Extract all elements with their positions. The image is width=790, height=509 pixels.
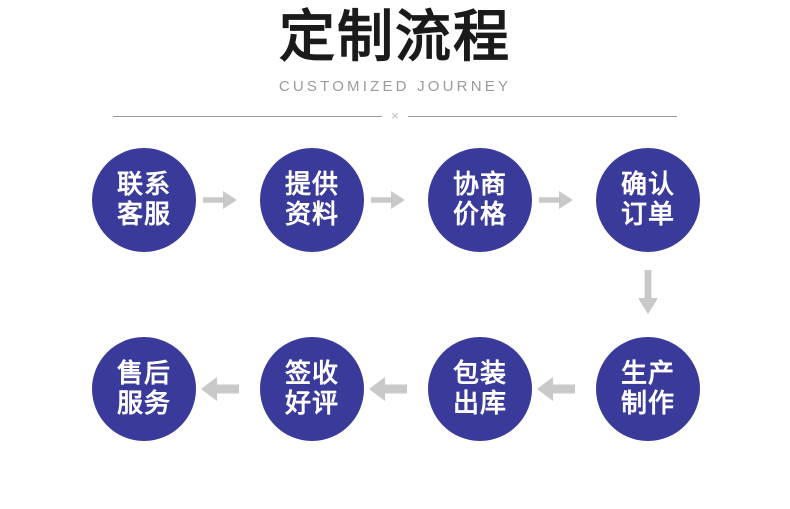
flow-step-1[interactable]: 联系 客服 bbox=[92, 148, 196, 252]
flow-step-7-line2: 好评 bbox=[284, 389, 339, 419]
flow-step-2-line2: 资料 bbox=[284, 200, 339, 230]
flow-step-4-line1: 确认 bbox=[620, 170, 675, 200]
flow-step-1-line2: 客服 bbox=[116, 200, 171, 230]
flow-step-4-line2: 订单 bbox=[620, 200, 675, 230]
flow-step-7-line1: 签收 bbox=[284, 359, 339, 389]
flow-row-top: 联系 客服 提供 资料 协商 价格 确认 订单 bbox=[0, 148, 790, 252]
flow-step-2-line1: 提供 bbox=[284, 170, 339, 200]
flow-row-bottom: 售后 服务 签收 好评 包装 出库 生产 制作 bbox=[0, 337, 790, 441]
page-subtitle: CUSTOMIZED JOURNEY bbox=[278, 78, 512, 95]
flow-step-8-line2: 服务 bbox=[116, 389, 171, 419]
flow-step-4[interactable]: 确认 订单 bbox=[596, 148, 700, 252]
flow-step-6[interactable]: 包装 出库 bbox=[428, 337, 532, 441]
divider-cross-icon: × bbox=[391, 108, 399, 123]
flow-step-7[interactable]: 签收 好评 bbox=[260, 337, 364, 441]
arrow-down-icon bbox=[626, 262, 670, 324]
divider-rule-right bbox=[407, 115, 677, 117]
arrow-left-icon bbox=[532, 337, 580, 441]
arrow-left-icon bbox=[196, 337, 244, 441]
header-divider: × bbox=[113, 108, 677, 123]
flow-step-2[interactable]: 提供 资料 bbox=[260, 148, 364, 252]
arrow-left-icon bbox=[364, 337, 412, 441]
flow-step-3-line1: 协商 bbox=[452, 170, 507, 200]
flow-step-5-line2: 制作 bbox=[620, 389, 675, 419]
flow-step-8[interactable]: 售后 服务 bbox=[92, 337, 196, 441]
flow-step-5[interactable]: 生产 制作 bbox=[596, 337, 700, 441]
flow-step-6-line1: 包装 bbox=[452, 359, 507, 389]
header: 定制流程 CUSTOMIZED JOURNEY bbox=[0, 0, 790, 96]
flow-step-3[interactable]: 协商 价格 bbox=[428, 148, 532, 252]
arrow-right-icon bbox=[364, 148, 412, 252]
flow-step-1-line1: 联系 bbox=[116, 170, 171, 200]
arrow-right-icon bbox=[532, 148, 580, 252]
flow-step-3-line2: 价格 bbox=[452, 200, 507, 230]
flow-step-5-line1: 生产 bbox=[620, 359, 675, 389]
arrow-right-icon bbox=[196, 148, 244, 252]
divider-rule-left bbox=[113, 115, 383, 117]
flow-step-6-line2: 出库 bbox=[452, 389, 507, 419]
page-title: 定制流程 bbox=[279, 5, 511, 70]
flow-step-8-line1: 售后 bbox=[116, 359, 171, 389]
